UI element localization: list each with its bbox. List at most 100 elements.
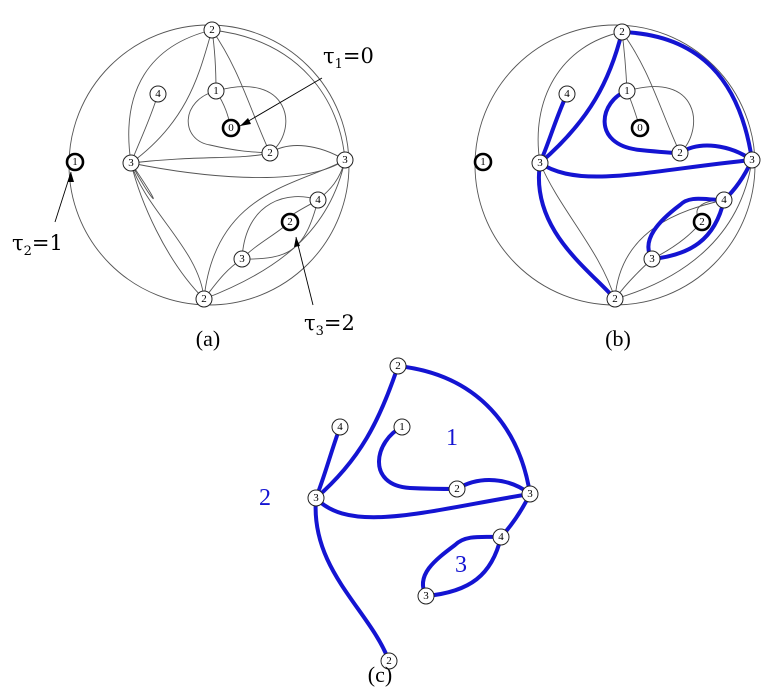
node-a-top: 2 bbox=[203, 21, 221, 39]
svg-text:1: 1 bbox=[72, 156, 78, 168]
edge-a bbox=[130, 162, 154, 199]
node-b-4-right: 4 bbox=[715, 191, 733, 209]
edge-a bbox=[130, 162, 205, 300]
svg-text:2: 2 bbox=[267, 147, 273, 159]
svg-text:3: 3 bbox=[239, 253, 245, 265]
tau1-label: τ1=0 bbox=[323, 44, 374, 72]
svg-text:4: 4 bbox=[315, 194, 321, 206]
caption-b: (b) bbox=[605, 326, 631, 351]
node-b-4: 4 bbox=[558, 85, 576, 103]
boundary-circle-a bbox=[68, 24, 350, 306]
highlight-edge-c bbox=[377, 425, 459, 491]
svg-text:2: 2 bbox=[612, 293, 618, 305]
highlight-edge-c bbox=[455, 478, 532, 496]
svg-text:1: 1 bbox=[480, 156, 486, 168]
edge-a bbox=[211, 29, 346, 161]
edge-a bbox=[211, 29, 217, 92]
highlight-edge-b bbox=[650, 198, 726, 261]
svg-text:3: 3 bbox=[749, 154, 755, 166]
node-c-bottom: 2 bbox=[380, 652, 398, 670]
node-b-3-right: 3 bbox=[743, 151, 761, 169]
edge-b bbox=[621, 31, 681, 154]
edge-a bbox=[203, 159, 346, 300]
edge-a bbox=[211, 29, 271, 154]
edge-a bbox=[215, 86, 287, 154]
caption-a: (a) bbox=[196, 326, 220, 351]
node-c-top: 2 bbox=[389, 357, 407, 375]
highlight-edge-c bbox=[396, 364, 532, 496]
svg-text:1: 1 bbox=[624, 85, 630, 97]
svg-text:2: 2 bbox=[677, 147, 683, 159]
region-label-2: 2 bbox=[259, 485, 271, 511]
panel-c: 2 1 4 3 2 3 4 3 2 1 2 3 (c) bbox=[259, 357, 539, 687]
highlight-edge-c bbox=[314, 364, 400, 500]
svg-text:3: 3 bbox=[313, 492, 319, 504]
node-a-4: 4 bbox=[149, 85, 167, 103]
svg-text:2: 2 bbox=[287, 216, 293, 228]
highlight-edge-c bbox=[313, 496, 391, 663]
edge-b bbox=[539, 162, 616, 300]
tau3-label: τ3=2 bbox=[304, 311, 355, 339]
svg-text:4: 4 bbox=[155, 88, 161, 100]
svg-text:2: 2 bbox=[386, 655, 392, 667]
node-b-top: 2 bbox=[613, 23, 631, 41]
svg-text:4: 4 bbox=[564, 88, 570, 100]
tau3-arrow bbox=[295, 236, 314, 306]
node-b-left-1: 1 bbox=[473, 152, 493, 172]
svg-text:3: 3 bbox=[423, 590, 429, 602]
node-b-2-mid: 2 bbox=[671, 144, 689, 162]
tau2-label: τ2=1 bbox=[12, 231, 63, 259]
node-b-3-left: 3 bbox=[531, 154, 549, 172]
node-c-4: 4 bbox=[331, 418, 349, 436]
edge-b bbox=[614, 159, 753, 300]
edge-b bbox=[621, 31, 628, 92]
node-a-2-center: 2 bbox=[280, 212, 300, 232]
tau3-arrowhead bbox=[294, 237, 300, 247]
node-b-2-center: 2 bbox=[692, 212, 712, 232]
node-a-3-left: 3 bbox=[122, 154, 140, 172]
node-c-3-bottom: 3 bbox=[417, 587, 435, 605]
highlight-edge-c bbox=[424, 535, 503, 598]
svg-text:4: 4 bbox=[721, 194, 727, 206]
svg-text:2: 2 bbox=[201, 293, 207, 305]
node-a-3-bottom: 3 bbox=[233, 250, 251, 268]
edge-a bbox=[130, 29, 213, 164]
svg-text:3: 3 bbox=[128, 157, 134, 169]
node-b-3-bottom: 3 bbox=[643, 250, 661, 268]
edge-a bbox=[187, 90, 271, 154]
caption-c: (c) bbox=[368, 662, 392, 687]
node-b-1: 1 bbox=[618, 82, 636, 100]
svg-text:0: 0 bbox=[228, 122, 234, 134]
edge-b bbox=[537, 31, 623, 164]
node-b-bottom: 2 bbox=[606, 290, 624, 308]
edge-a bbox=[130, 152, 271, 164]
edge-a bbox=[130, 162, 205, 300]
node-c-1: 1 bbox=[393, 418, 411, 436]
svg-text:3: 3 bbox=[342, 154, 348, 166]
svg-text:3: 3 bbox=[537, 157, 543, 169]
svg-text:2: 2 bbox=[699, 216, 705, 228]
highlight-edge-b bbox=[538, 30, 624, 165]
tau2-arrow bbox=[54, 171, 72, 223]
node-a-2-mid: 2 bbox=[261, 144, 279, 162]
node-a-left-1: 1 bbox=[65, 152, 85, 172]
node-c-4-right: 4 bbox=[492, 528, 510, 546]
tau1-arrowhead bbox=[240, 118, 251, 126]
svg-text:3: 3 bbox=[527, 488, 533, 500]
panel-a: τ1=0 τ2=1 τ3=2 2 1 0 4 3 2 3 4 2 3 2 1 (… bbox=[12, 21, 374, 351]
highlight-edge-c bbox=[420, 534, 503, 598]
highlight-edge-c bbox=[314, 492, 532, 520]
node-a-0: 0 bbox=[221, 118, 241, 138]
edge-b bbox=[626, 86, 695, 154]
edge-a bbox=[269, 145, 346, 161]
tau2-arrowhead bbox=[68, 172, 74, 182]
svg-text:3: 3 bbox=[649, 253, 655, 265]
svg-text:2: 2 bbox=[395, 360, 401, 372]
highlight-edge-b bbox=[646, 196, 726, 261]
edge-a bbox=[130, 159, 346, 179]
svg-text:1: 1 bbox=[399, 421, 405, 433]
node-a-1: 1 bbox=[207, 82, 225, 100]
highlight-edge-b bbox=[536, 161, 617, 301]
highlight-edge-b bbox=[620, 30, 754, 162]
